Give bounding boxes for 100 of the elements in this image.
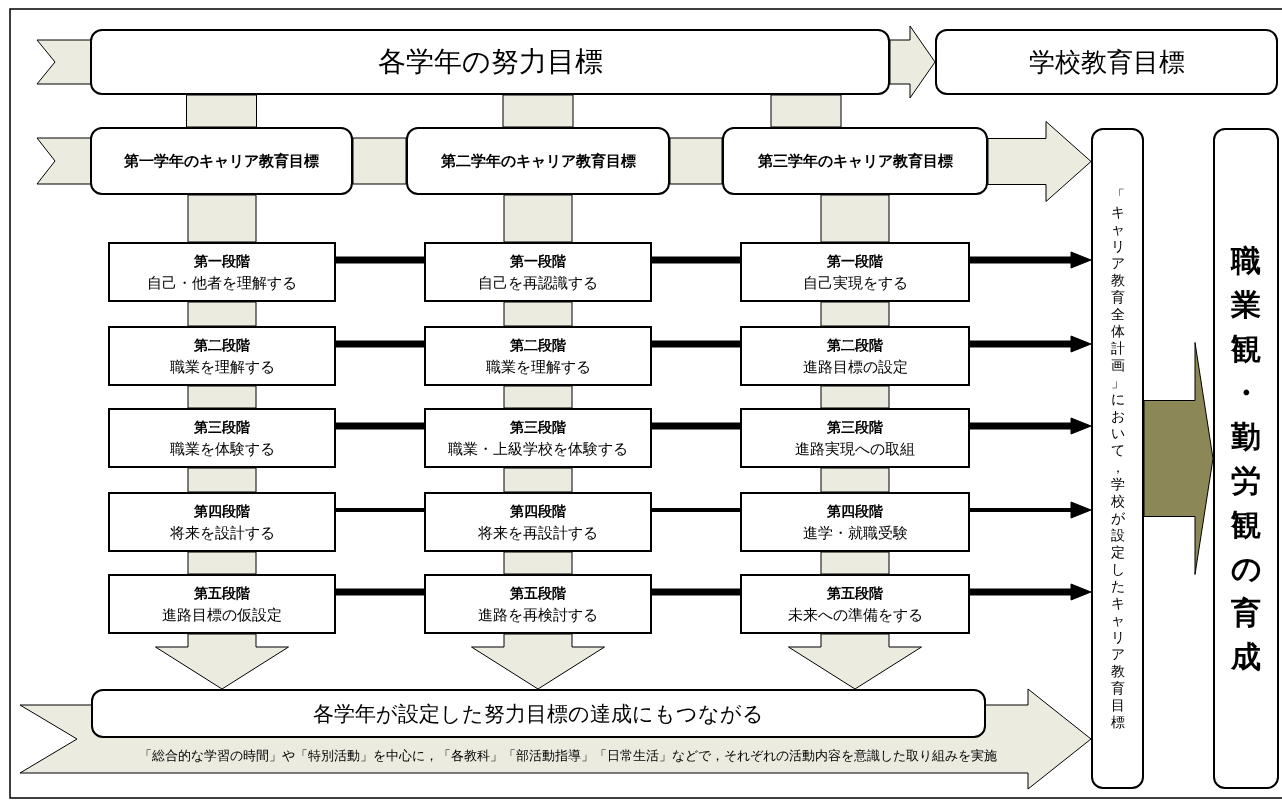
stage-box: [108, 242, 336, 302]
connector-band: [352, 137, 407, 185]
stage-text: 進路を再検討する: [478, 605, 598, 626]
arrow: [788, 633, 922, 690]
stage-text: 進路目標の仮設定: [162, 605, 282, 626]
connector-band: [503, 301, 573, 327]
arrow: [155, 633, 289, 690]
stage-box: [740, 574, 970, 634]
grade-goal-box: [722, 127, 988, 195]
stage-title: 第三段階: [510, 418, 566, 437]
vertical-title: 職業観・勤労観の育成: [1229, 241, 1263, 676]
connector-band: [502, 94, 574, 128]
connector-line: [335, 508, 425, 512]
arrow: [471, 633, 605, 690]
connector-band: [187, 551, 257, 575]
stage-box: [740, 242, 970, 302]
connector-band: [820, 551, 890, 575]
stage-title: 第五段階: [510, 584, 566, 603]
school-goal-box: [935, 29, 1278, 95]
connector-line: [651, 256, 741, 264]
connector-line: [335, 588, 425, 596]
stage-text: 自己・他者を理解する: [147, 273, 297, 294]
stage-text: 職業・上級学校を体験する: [448, 439, 628, 460]
stage-text: 自己実現をする: [802, 273, 908, 294]
connector-band: [186, 94, 257, 128]
stage-box: [108, 408, 336, 468]
stage-title: 第一段階: [827, 252, 883, 271]
arrow: [969, 501, 1092, 519]
stage-text: 職業を理解する: [169, 357, 275, 378]
grade-goal-box: [406, 127, 670, 195]
grade-goal-title: 第三学年のキャリア教育目標: [757, 151, 953, 172]
arrow: [889, 25, 936, 99]
connector-line: [651, 588, 741, 596]
stage-text: 職業を体験する: [169, 439, 275, 460]
stage-title: 第四段階: [194, 502, 250, 521]
vertical-text: 「キャリア教育全体計画」において，学校が設定したキャリア教育目標: [1109, 186, 1126, 731]
stage-title: 第五段階: [194, 584, 250, 603]
stage-box: [424, 492, 652, 552]
stage-text: 未来への準備をする: [787, 605, 923, 626]
outcome-box: [1213, 128, 1279, 789]
stage-box: [424, 242, 652, 302]
connector-line: [651, 340, 741, 348]
arrow: [969, 583, 1092, 601]
connector-line: [335, 256, 425, 264]
connector-band: [187, 467, 257, 493]
connector-band: [503, 467, 573, 493]
stage-text: 進学・就職受験: [802, 523, 908, 544]
connector-band: [820, 194, 890, 243]
stage-title: 第二段階: [827, 336, 883, 355]
stage-text: 進路実現への取組: [795, 439, 915, 460]
stage-title: 第一段階: [510, 252, 566, 271]
connector-band: [820, 467, 890, 493]
arrow: [987, 121, 1092, 202]
stage-title: 第四段階: [827, 502, 883, 521]
goal-banner: [90, 29, 890, 95]
connector-band: [820, 385, 890, 409]
stage-title: 第一段階: [194, 252, 250, 271]
stage-box: [108, 574, 336, 634]
grade-goal-box: [90, 127, 353, 195]
connector-band: [503, 385, 573, 409]
connector-band: [770, 94, 842, 128]
stage-title: 第二段階: [510, 336, 566, 355]
stage-title: 第五段階: [827, 584, 883, 603]
arrow: [969, 251, 1092, 269]
connector-band: [503, 194, 573, 243]
stage-box: [740, 408, 970, 468]
banner-title: 学校教育目標: [1028, 45, 1185, 79]
connector-band: [503, 551, 573, 575]
stage-title: 第三段階: [827, 418, 883, 437]
plan-box: [1091, 128, 1144, 789]
stage-title: 第三段階: [194, 418, 250, 437]
grade-goal-title: 第二学年のキャリア教育目標: [440, 151, 636, 172]
connector-band: [820, 301, 890, 327]
banner-title: 各学年の努力目標: [377, 44, 603, 80]
stage-box: [424, 574, 652, 634]
stage-text: 自己を再認識する: [478, 273, 598, 294]
stage-box: [740, 492, 970, 552]
stage-text: 将来を設計する: [169, 523, 275, 544]
stage-box: [424, 326, 652, 386]
arrow: [969, 417, 1092, 435]
stage-text: 進路目標の設定: [802, 357, 908, 378]
connector-line: [335, 422, 425, 430]
connector-band: [187, 194, 257, 243]
summary-text: 各学年が設定した努力目標の達成にもつながる: [313, 700, 764, 728]
stage-box: [108, 326, 336, 386]
connector-band: [187, 385, 257, 409]
connector-band: [187, 301, 257, 327]
connector-line: [651, 508, 741, 512]
stage-box: [108, 492, 336, 552]
stage-text: 将来を再設計する: [478, 523, 598, 544]
stage-title: 第四段階: [510, 502, 566, 521]
stage-box: [424, 408, 652, 468]
connector-line: [335, 340, 425, 348]
stage-box: [740, 326, 970, 386]
connector-band: [669, 137, 723, 185]
grade-goal-title: 第一学年のキャリア教育目標: [124, 151, 319, 172]
arrow: [1143, 342, 1214, 575]
band-text: 「総合的な学習の時間」や「特別活動」を中心に，「各教科」「部活動指導」「日常生活」などで，それぞれの活動内容を意識した取り組みを実施: [137, 748, 998, 765]
stage-title: 第二段階: [194, 336, 250, 355]
arrow: [969, 335, 1092, 353]
